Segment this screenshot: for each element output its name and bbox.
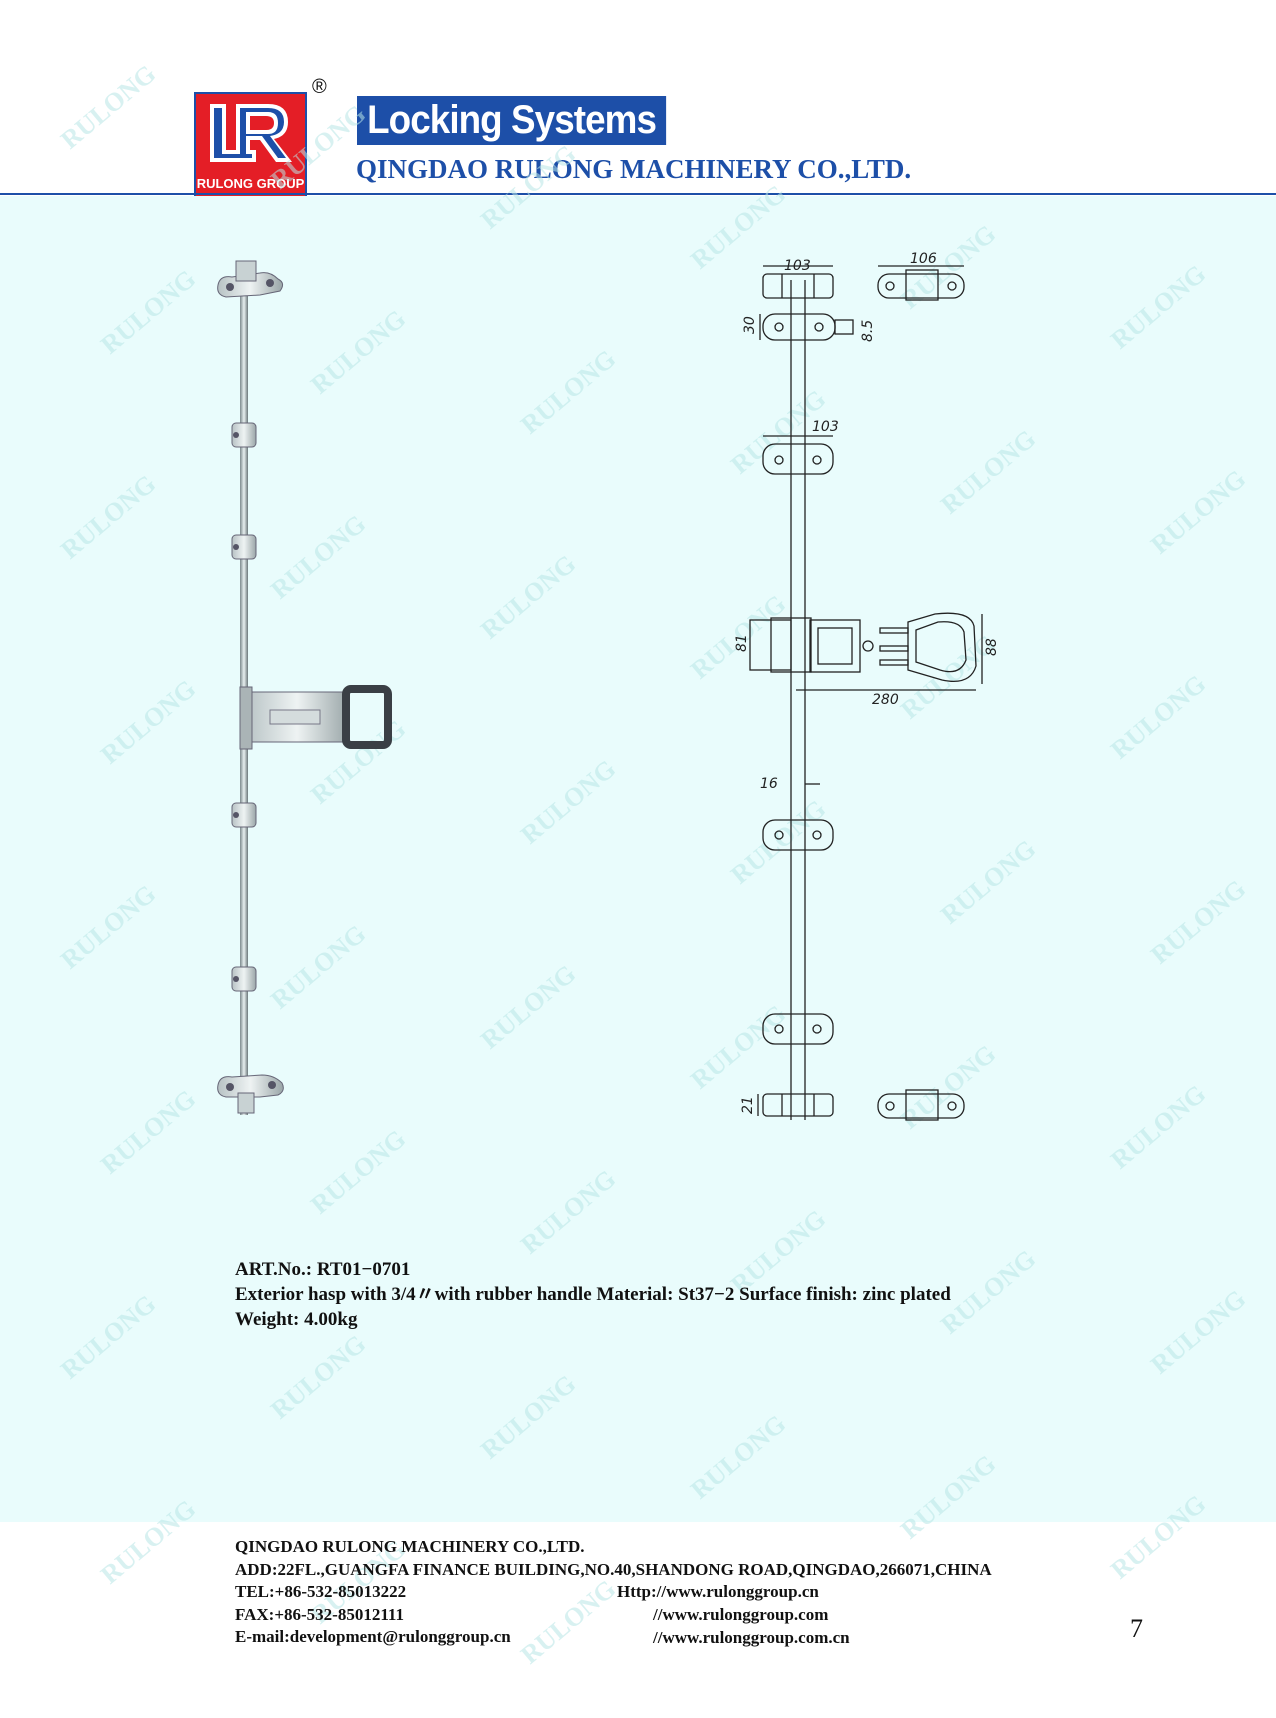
footer-contact: QINGDAO RULONG MACHINERY CO.,LTD. ADD:22… <box>235 1536 992 1649</box>
logo-text: RULONG GROUP <box>196 172 305 196</box>
footer-fax: FAX:+86-532-85012111 <box>235 1604 404 1624</box>
page-number: 7 <box>1130 1614 1143 1643</box>
footer-tel: TEL:+86-532-85013222 <box>235 1582 407 1601</box>
website-link[interactable]: //www.rulonggroup.com.cn <box>653 1628 850 1647</box>
rod-guide <box>231 534 257 560</box>
product-specification: ART.No.: RT01−0701 Exterior hasp with 3/… <box>235 1257 951 1332</box>
rod-guide <box>231 966 257 992</box>
dim-handle-length: 280 <box>872 692 899 708</box>
tagline-banner: Locking Systems <box>357 96 667 145</box>
footer-email: E-mail:development@rulonggroup.cn <box>235 1627 511 1646</box>
product-description: Exterior hasp with 3/4〃with rubber handl… <box>235 1284 951 1305</box>
header-rule <box>0 193 1276 195</box>
registered-mark: ® <box>312 76 327 98</box>
page-header: RULONG GROUP ® Locking Systems QINGDAO R… <box>0 0 1276 198</box>
dim-handle-height-left: 81 <box>734 634 750 652</box>
dim-keeper-height: 30 <box>742 316 758 334</box>
rod-guide <box>231 422 257 448</box>
dim-keeper-slot: 8.5 <box>860 320 876 342</box>
dim-bottom-height: 21 <box>740 1096 756 1114</box>
footer-address: ADD:22FL.,GUANGFA FINANCE BUILDING,NO.40… <box>235 1559 992 1579</box>
bottom-bracket <box>217 1074 284 1114</box>
website-link[interactable]: Http://www.rulonggroup.cn <box>617 1582 819 1601</box>
rod-guide <box>231 802 257 828</box>
product-photo <box>217 260 392 1115</box>
dim-handle-height-right: 88 <box>984 638 1000 656</box>
rulong-logo: RULONG GROUP <box>194 92 307 198</box>
art-number: ART.No.: RT01−0701 <box>235 1259 411 1280</box>
dim-top-bracket-width: 103 <box>784 258 811 274</box>
content-panel <box>0 196 1276 1522</box>
website-link[interactable]: //www.rulonggroup.com <box>653 1605 829 1624</box>
dim-guide-width: 103 <box>812 419 839 435</box>
lr-logo-mark <box>196 94 305 172</box>
dim-rod-mark: 16 <box>760 776 778 792</box>
top-bracket <box>217 260 284 298</box>
technical-drawing: 103 106 30 8.5 103 81 88 280 16 21 <box>734 251 1000 1121</box>
handle-assembly <box>239 685 392 750</box>
dim-top-side-width: 106 <box>910 251 937 267</box>
product-weight: Weight: 4.00kg <box>235 1309 358 1330</box>
company-name: QINGDAO RULONG MACHINERY CO.,LTD. <box>356 154 912 184</box>
footer-company: QINGDAO RULONG MACHINERY CO.,LTD. <box>235 1537 585 1556</box>
